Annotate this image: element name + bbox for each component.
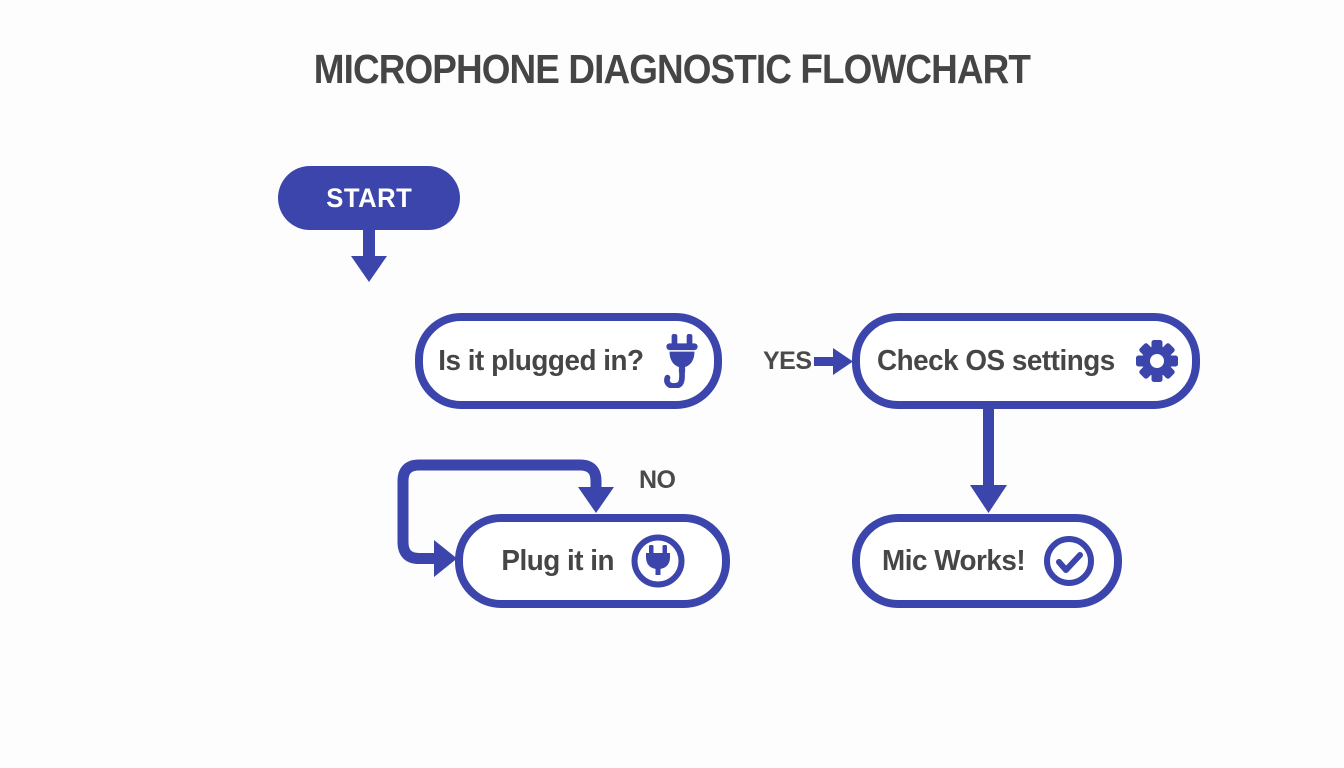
arrowhead-no-right <box>434 540 457 577</box>
node-start-label: START <box>326 182 412 213</box>
edge-no-loop <box>397 459 602 564</box>
check-circle-icon <box>1043 536 1094 586</box>
edge-check-to-mic <box>983 407 994 489</box>
node-mic-works-label: Mic Works! <box>882 544 1026 577</box>
edge-start-down <box>363 228 375 260</box>
arrowhead-start-down <box>351 256 387 282</box>
node-plug-it-in-label: Plug it in <box>501 544 614 577</box>
node-check-os-settings: Check OS settings <box>852 313 1200 409</box>
node-check-os-settings-label: Check OS settings <box>877 344 1115 377</box>
plug-icon <box>664 334 698 388</box>
node-mic-works: Mic Works! <box>852 514 1122 608</box>
gear-icon <box>1135 340 1178 382</box>
edge-yes-right <box>814 357 836 366</box>
node-is-it-plugged-in-label: Is it plugged in? <box>437 344 644 377</box>
plug-circle-icon <box>631 534 685 588</box>
arrowhead-check-to-mic <box>970 485 1007 513</box>
node-plug-it-in: Plug it in <box>455 514 730 608</box>
arrowhead-no-down <box>578 487 614 513</box>
edge-label-no: NO <box>639 466 676 494</box>
node-start: START <box>278 166 460 230</box>
page-title: MICROPHONE DIAGNOSTIC FLOWCHART <box>313 46 1031 92</box>
arrowhead-yes-right <box>833 348 853 375</box>
edge-label-yes: YES <box>763 347 812 375</box>
node-is-it-plugged-in: Is it plugged in? <box>415 313 722 409</box>
